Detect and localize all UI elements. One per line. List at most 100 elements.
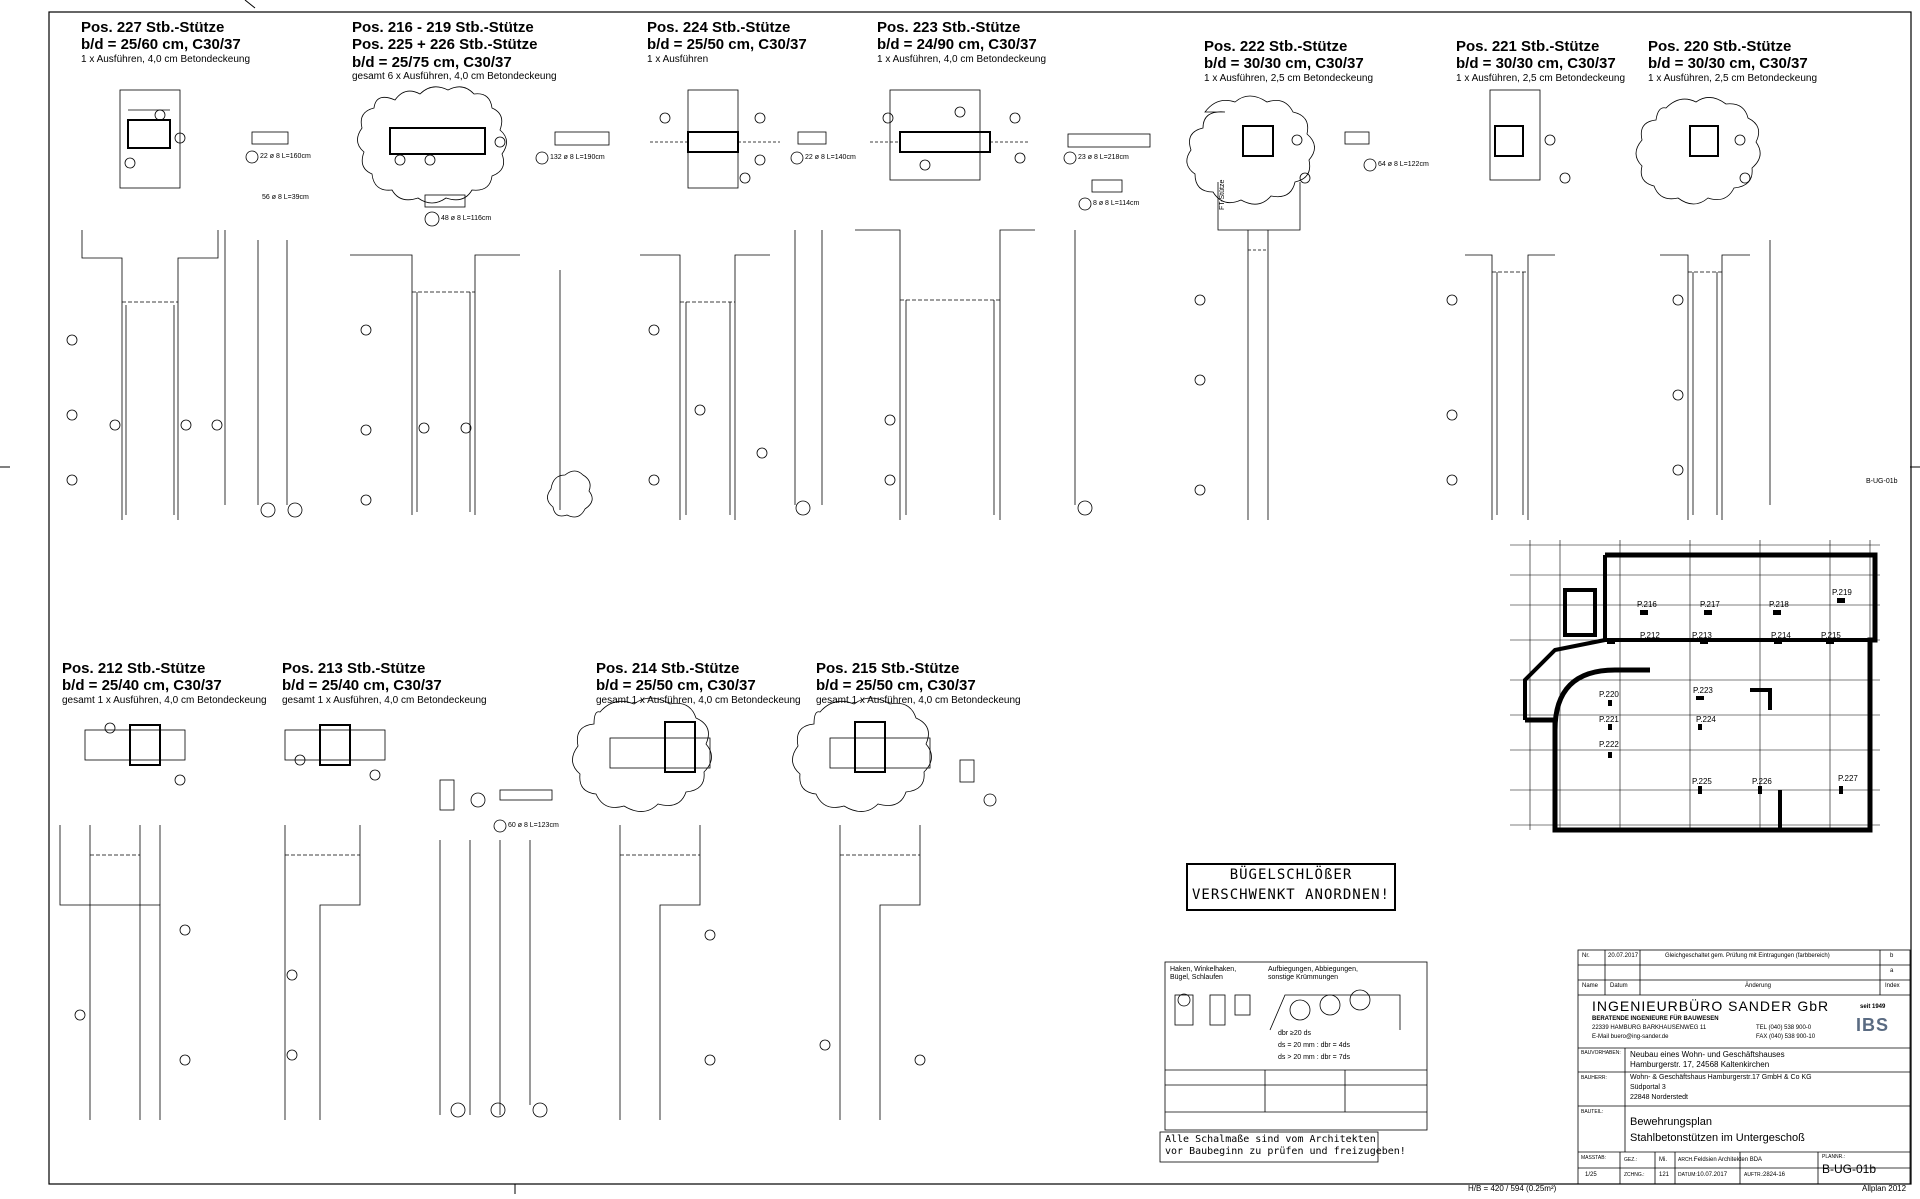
col-213-pos: Pos. 213 Stb.-Stütze <box>282 660 426 677</box>
plan-label-225: P.225 <box>1692 777 1712 786</box>
col-222-note: 1 x Ausführen, 2,5 cm Betondeckeung <box>1204 72 1373 84</box>
bar-11-label: 8 ø 8 L=114cm <box>1093 200 1140 207</box>
col-224-dims: b/d = 25/50 cm, C30/37 <box>647 36 807 54</box>
column-216-219 <box>350 86 610 518</box>
col-216-dims: b/d = 25/75 cm, C30/37 <box>352 53 512 71</box>
plan-code: B-UG-01b <box>1866 478 1898 485</box>
bar-10-label: 23 ø 8 L=218cm <box>1078 154 1129 161</box>
tb-bv-1: Neubau eines Wohn- und Geschäftshauses <box>1630 1050 1785 1059</box>
plan-label-217: P.217 <box>1700 600 1720 609</box>
tb-firm-sub: BERATENDE INGENIEURE FÜR BAUWESEN <box>1592 1016 1719 1022</box>
col-220-note: 1 x Ausführen, 2,5 cm Betondeckeung <box>1648 72 1817 84</box>
legend-formula-3: ds > 20 mm : dbr = 7ds <box>1278 1054 1350 1061</box>
plan-label-219: P.219 <box>1832 588 1852 597</box>
tb-massstab-label: MASSTAB: <box>1581 1155 1606 1161</box>
column-221 <box>1446 89 1571 520</box>
sheet-format: H/B = 420 / 594 (0.25m²) <box>1468 1184 1557 1193</box>
tb-bh-2: Südportal 3 <box>1630 1084 1666 1091</box>
floor-plan <box>1510 540 1880 833</box>
tb-zchng-label: ZCHNG.: <box>1624 1172 1645 1178</box>
legend-formula-1: dbr ≥20 ds <box>1278 1030 1312 1037</box>
column-213 <box>284 724 548 1120</box>
tb-col-name: Name <box>1582 983 1599 989</box>
tb-firm-fax: FAX (040) 538 900-10 <box>1756 1034 1816 1040</box>
tb-seit: seit 1949 <box>1860 1004 1886 1010</box>
col-212-dims: b/d = 25/40 cm, C30/37 <box>62 677 222 695</box>
column-220 <box>1635 97 1771 520</box>
tb-firm-tel: TEL (040) 538 900-0 <box>1756 1025 1812 1031</box>
col-214-pos: Pos. 214 Stb.-Stütze <box>596 660 740 677</box>
plan-label-218: P.218 <box>1769 600 1789 609</box>
col-221-note: 1 x Ausführen, 2,5 cm Betondeckeung <box>1456 72 1625 84</box>
column-212 <box>59 722 553 1120</box>
col-212-heading: Pos. 212 Stb.-Stütze b/d = 25/40 cm, C30… <box>62 660 267 706</box>
tb-firm-addr: 22339 HAMBURG BARKHAUSENWEG 11 <box>1592 1025 1707 1031</box>
tb-rev-idx-a: a <box>1890 968 1894 974</box>
tb-bh-1: Wohn- & Geschäftshaus Hamburgerstr.17 Gm… <box>1630 1074 1812 1081</box>
col-221-pos: Pos. 221 Stb.-Stütze <box>1456 38 1600 55</box>
col-220-dims: b/d = 30/30 cm, C30/37 <box>1648 55 1808 73</box>
legend-header-left: Haken, Winkelhaken, Bügel, Schlaufen <box>1170 966 1237 982</box>
bar-6-label: 132 ø 8 L=190cm <box>550 154 605 161</box>
tb-firm: INGENIEURBÜRO SANDER GbR <box>1592 998 1830 1014</box>
col-215-dims: b/d = 25/50 cm, C30/37 <box>816 677 976 695</box>
col-227-dims: b/d = 25/60 cm, C30/37 <box>81 36 241 54</box>
col-223-heading: Pos. 223 Stb.-Stütze b/d = 24/90 cm, C30… <box>877 19 1046 65</box>
col-213-heading: Pos. 213 Stb.-Stütze b/d = 25/40 cm, C30… <box>282 660 487 706</box>
col-223-note: 1 x Ausführen, 4,0 cm Betondeckeung <box>877 53 1046 65</box>
column-222 <box>1186 95 1377 520</box>
sheet-border <box>48 11 1912 1185</box>
col-221-heading: Pos. 221 Stb.-Stütze b/d = 30/30 cm, C30… <box>1456 38 1625 84</box>
bar-4-label: 56 ø 8 L=39cm <box>262 194 309 201</box>
plan-label-222: P.222 <box>1599 740 1619 749</box>
col-222-heading: Pos. 222 Stb.-Stütze b/d = 30/30 cm, C30… <box>1204 38 1373 84</box>
col-225-pos: Pos. 225 + 226 Stb.-Stütze <box>352 36 538 54</box>
tb-arch: Feldsien Architekten BDA <box>1694 1157 1763 1163</box>
col-227-pos: Pos. 227 Stb.-Stütze <box>81 19 225 36</box>
tb-auftr-label: AUFTR.: <box>1744 1172 1764 1178</box>
tb-bh-label: BAUHERR: <box>1581 1075 1607 1081</box>
col-224-note: 1 x Ausführen <box>647 53 709 65</box>
col-220-pos: Pos. 220 Stb.-Stütze <box>1648 38 1792 55</box>
bar-13-label: 64 ø 8 L=122cm <box>1378 161 1429 168</box>
col-227-heading: Pos. 227 Stb.-Stütze b/d = 25/60 cm, C30… <box>81 19 250 65</box>
col-223-dims: b/d = 24/90 cm, C30/37 <box>877 36 1037 54</box>
tb-col-date: Datum <box>1610 983 1628 989</box>
legend-header-right: Aufbiegungen, Abbiegungen, sonstige Krüm… <box>1268 966 1358 982</box>
tb-rev-idx-b: b <box>1890 953 1894 959</box>
plan-label-221: P.221 <box>1599 715 1619 724</box>
col-216-pos: Pos. 216 - 219 Stb.-Stütze <box>352 19 534 36</box>
bar-18-label: 60 ø 8 L=123cm <box>508 822 559 829</box>
col-212-note: gesamt 1 x Ausführen, 4,0 cm Betondeckeu… <box>62 694 267 706</box>
tb-col-index: Index <box>1885 983 1900 989</box>
tb-col-change: Änderung <box>1745 983 1772 989</box>
software-label: Allplan 2012 <box>1862 1184 1907 1193</box>
tb-gez-label: GEZ.: <box>1624 1157 1638 1163</box>
tb-gez: Mi. <box>1659 1157 1667 1163</box>
col-216-note: gesamt 6 x Ausführen, 4,0 cm Betondeckeu… <box>352 70 557 82</box>
plan-label-223: P.223 <box>1693 686 1713 695</box>
column-223 <box>855 89 1151 520</box>
column-227 <box>66 89 303 520</box>
col-213-dims: b/d = 25/40 cm, C30/37 <box>282 677 442 695</box>
column-214 <box>572 697 716 1120</box>
plan-label-214: P.214 <box>1771 631 1791 640</box>
legend-footer: Alle Schalmaße sind vom Architekten vor … <box>1165 1134 1406 1157</box>
col-214-dims: b/d = 25/50 cm, C30/37 <box>596 677 756 695</box>
plan-label-226: P.226 <box>1752 777 1772 786</box>
stirrup-notice-line2: VERSCHWENKT ANORDNEN! <box>1191 887 1390 903</box>
title-block <box>1577 949 1911 1185</box>
col-216-heading: Pos. 216 - 219 Stb.-Stütze Pos. 225 + 22… <box>352 19 557 82</box>
bar-5-label: 48 ø 8 L=116cm <box>441 215 492 222</box>
legend-formula-2: ds = 20 mm : dbr = 4ds <box>1278 1042 1350 1049</box>
bar-8-label: 22 ø 8 L=140cm <box>805 154 856 161</box>
plan-label-220: P.220 <box>1599 690 1619 699</box>
col-215-pos: Pos. 215 Stb.-Stütze <box>816 660 960 677</box>
tb-bh-3: 22848 Norderstedt <box>1630 1094 1688 1101</box>
col-222-pos: Pos. 222 Stb.-Stütze <box>1204 38 1348 55</box>
col-213-note: gesamt 1 x Ausführen, 4,0 cm Betondeckeu… <box>282 694 487 706</box>
tb-bt-label: BAUTEIL: <box>1581 1109 1604 1115</box>
col-227-note: 1 x Ausführen, 4,0 cm Betondeckeung <box>81 53 250 65</box>
